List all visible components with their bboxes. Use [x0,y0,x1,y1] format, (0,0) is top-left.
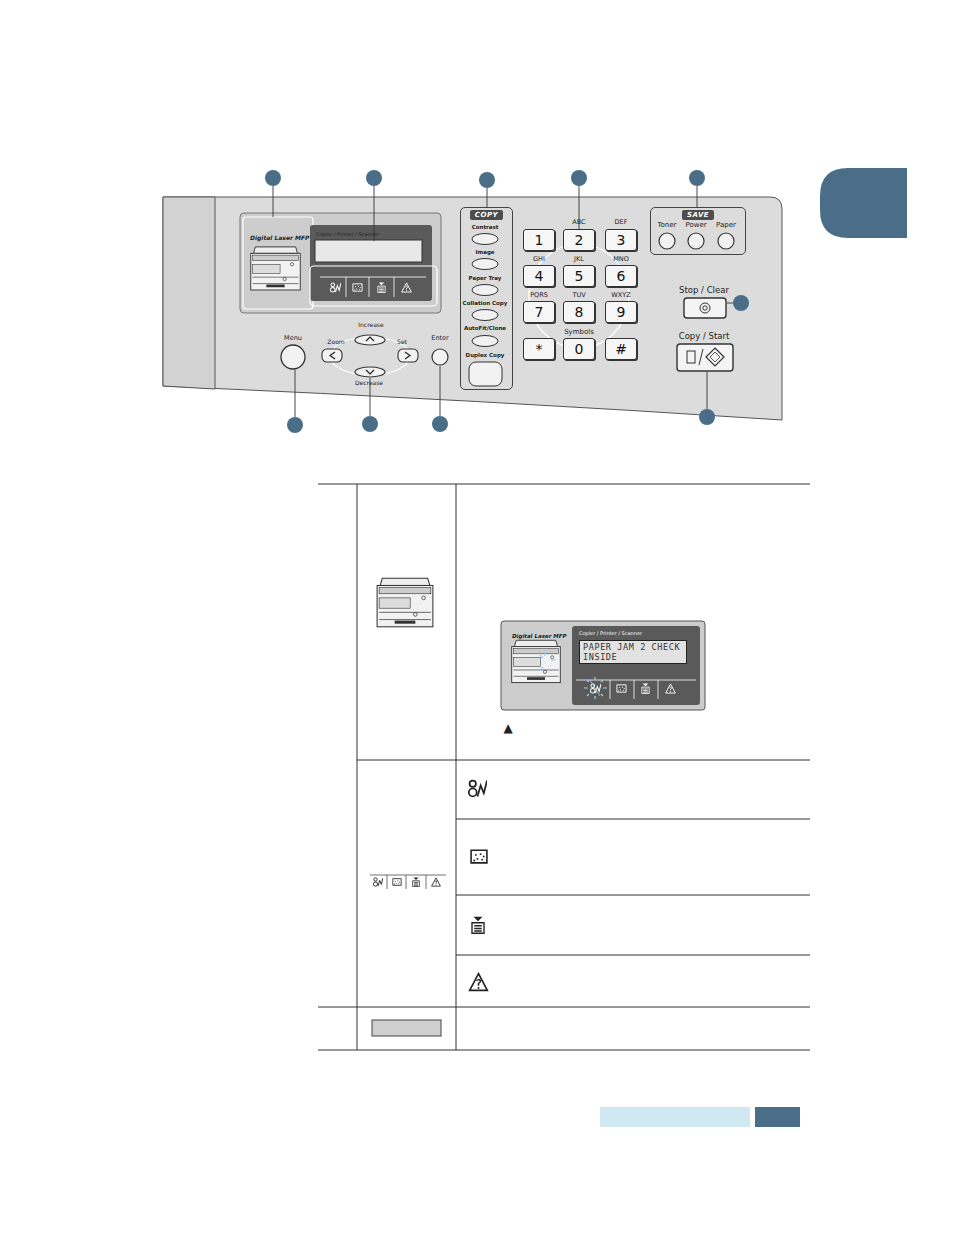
keypad-key: 5 [563,265,595,287]
button-label: Contrast [472,225,499,231]
keypad-key: 3 [605,229,637,251]
button-label: DEF [615,219,628,226]
button-group-box: SAVE [650,207,746,255]
key-digit: * [536,342,543,356]
keypad-key: 2 [563,229,595,251]
button-label: Copier / Printer / Scanner [316,232,379,237]
keypad-key: 8 [563,301,595,323]
button-label: Duplex Copy [466,353,505,359]
panel-brand-label: Digital Laser MFP [250,235,309,241]
button-label: Symbols [564,329,594,336]
key-digit: 5 [575,269,584,283]
lcd-message: PAPER JAM 2 CHECK INSIDE [579,640,687,664]
lcd-display-panel: Copier / Printer / ScannerPAPER JAM 2 CH… [572,626,700,680]
button-label: Image [475,250,494,256]
button-label: Stop / Clear [679,286,729,295]
keypad-key: 0 [563,338,595,360]
button-label: Menu [284,335,302,342]
button-label: Enter [431,335,448,342]
keypad-key: * [523,338,555,360]
key-digit: # [615,342,627,356]
key-digit: 2 [575,233,584,247]
button-label: ABC [572,219,585,226]
button-label: AutoFit/Clone [464,326,506,332]
key-digit: 4 [535,269,544,283]
key-digit: 3 [617,233,626,247]
key-digit: 9 [617,305,626,319]
button-label: Increase [358,322,383,328]
button-group-box: COPY [460,207,513,390]
button-label: ▲ [503,722,512,734]
lcd-heading: Copier / Printer / Scanner [579,630,700,636]
button-label: TUV [572,292,585,299]
group-heading: SAVE [682,210,714,220]
key-digit: 1 [535,233,544,247]
button-label: Paper [716,222,736,229]
button-label: PQRS [530,292,548,299]
button-label: Power [685,222,706,229]
button-label: Paper Tray [469,276,502,282]
button-label: Toner [658,222,677,229]
key-digit: 7 [535,305,544,319]
keypad-key: # [605,338,637,360]
keypad-key: 7 [523,301,555,323]
key-digit: 8 [575,305,584,319]
key-digit: 0 [575,342,584,356]
button-label: Zoom [327,339,344,345]
button-label: Set [397,339,407,345]
group-heading: COPY [470,210,503,220]
keypad-key: 4 [523,265,555,287]
panel-brand-label: Digital Laser MFP [512,634,567,640]
button-label: MNO [613,256,629,263]
button-label: WXYZ [611,292,630,299]
keypad-key: 1 [523,229,555,251]
button-label: Copy / Start [679,332,730,341]
keypad-key: 9 [605,301,637,323]
key-digit: 6 [617,269,626,283]
button-label: JKL [574,256,584,263]
button-label: Decrease [355,380,383,386]
button-label: GHI [533,256,545,263]
keypad-key: 6 [605,265,637,287]
button-label: Collation Copy [463,301,508,307]
